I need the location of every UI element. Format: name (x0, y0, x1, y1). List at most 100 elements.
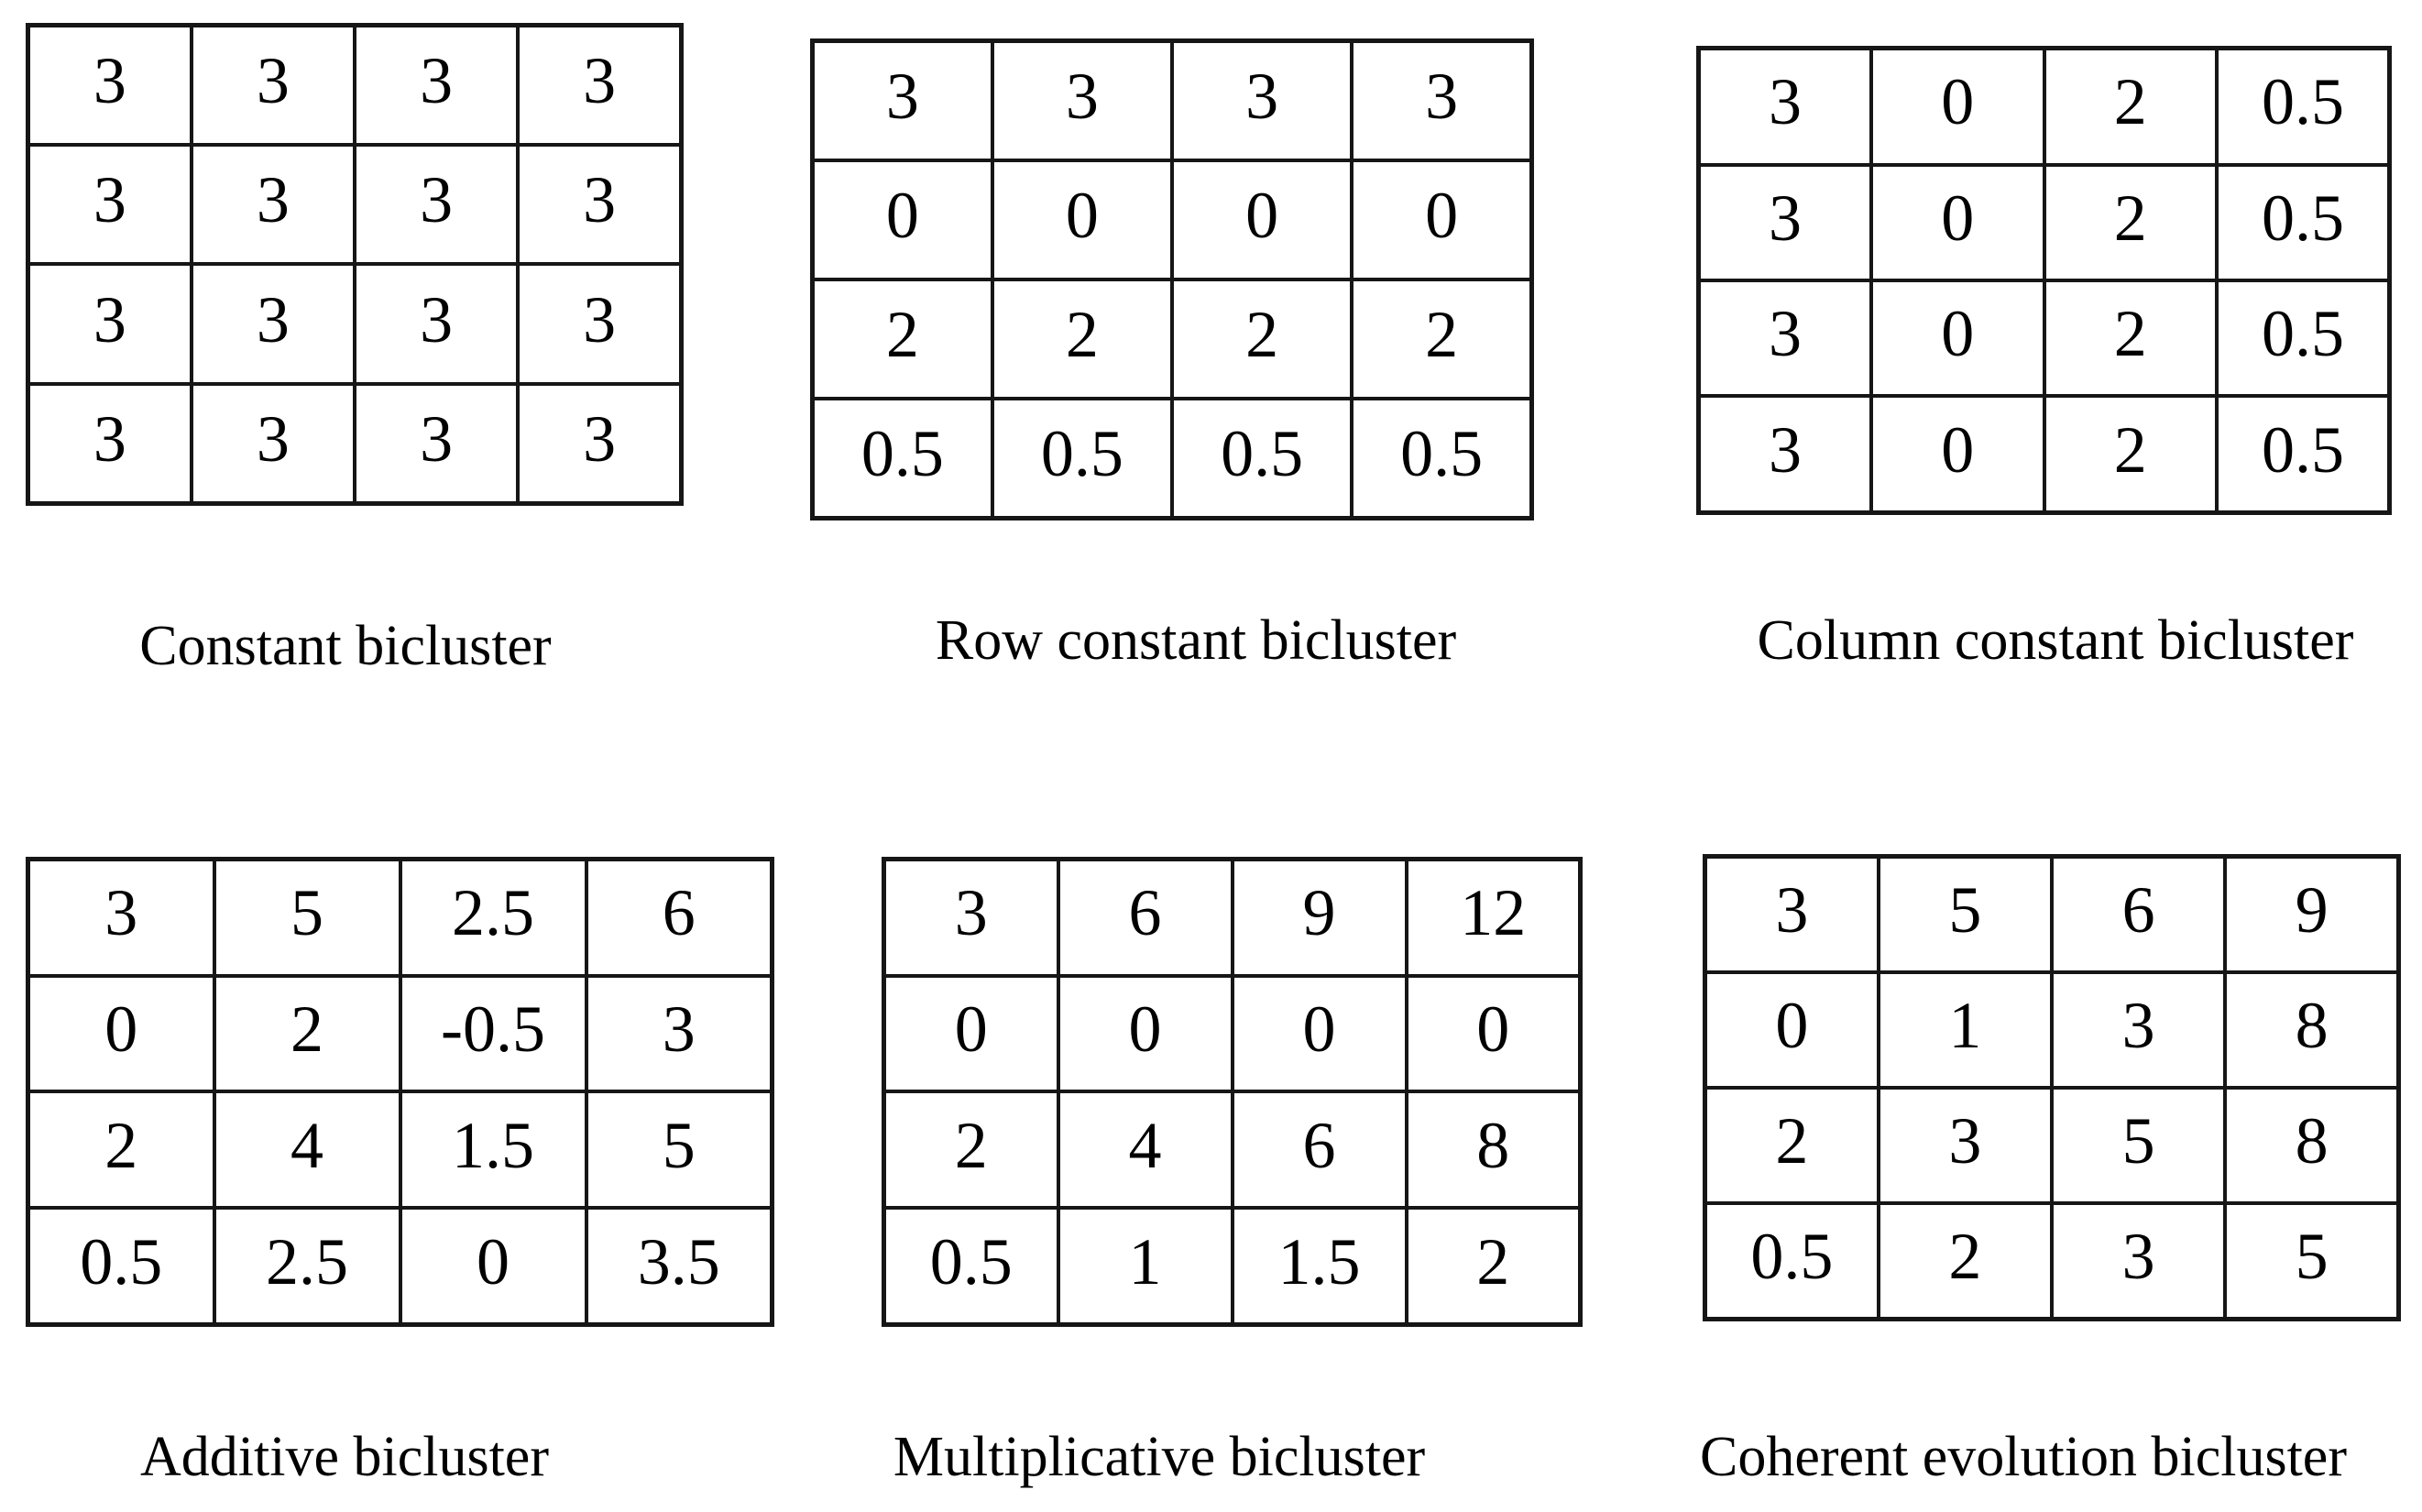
table-cell: 3 (1696, 278, 1873, 399)
table-cell: 0.5 (1703, 1200, 1880, 1321)
table-cell: 0 (1056, 973, 1234, 1094)
table-cell: 9 (1230, 857, 1408, 978)
table-cell: 2.5 (212, 1206, 402, 1327)
table-cell: 0 (1869, 394, 2046, 515)
table-cell: 3 (584, 973, 774, 1094)
table-cell: 2 (2042, 162, 2219, 282)
table-cell: 3 (1696, 162, 1873, 282)
table-cell: 0 (1230, 973, 1408, 1094)
table-cell: 0 (1169, 159, 1354, 281)
table-cell: -0.5 (398, 973, 588, 1094)
table-cell: 2 (212, 973, 402, 1094)
table-cell: 0 (1869, 278, 2046, 399)
table-cell: 3 (352, 262, 521, 386)
table-cell: 3 (516, 23, 684, 148)
table-cell: 3 (1350, 38, 1534, 163)
table-cell: 0 (882, 973, 1060, 1094)
table-cell: 2 (2042, 394, 2219, 515)
table-cell: 8 (2223, 970, 2401, 1090)
table-cell: 0.5 (882, 1206, 1060, 1327)
table-cell: 0 (1869, 46, 2046, 167)
table-cell: 0.5 (2215, 394, 2392, 515)
table-cell: 3.5 (584, 1206, 774, 1327)
table-cell: 0.5 (1350, 396, 1534, 520)
coherent-evolution-bicluster-caption: Coherent evolution bicluster (1700, 1426, 2347, 1488)
table-cell: 3 (352, 381, 521, 506)
table-cell: 0 (26, 973, 216, 1094)
table-cell: 4 (212, 1090, 402, 1211)
table-cell: 0 (1703, 970, 1880, 1090)
table-cell: 3 (189, 262, 357, 386)
table-cell: 2.5 (398, 857, 588, 978)
table-cell: 0 (1869, 162, 2046, 282)
table-cell: 3 (1169, 38, 1354, 163)
table-cell: 3 (26, 262, 193, 386)
table-cell: 2 (810, 277, 994, 400)
table-cell: 3 (882, 857, 1060, 978)
table-cell: 9 (2223, 854, 2401, 975)
table-cell: 6 (1230, 1090, 1408, 1211)
table-cell: 3 (1696, 46, 1873, 167)
table-cell: 1.5 (398, 1090, 588, 1211)
table-cell: 2 (2042, 46, 2219, 167)
table-cell: 5 (212, 857, 402, 978)
table-cell: 1 (1056, 1206, 1234, 1327)
table-cell: 0.5 (1169, 396, 1354, 520)
table-cell: 3 (352, 143, 521, 267)
table-cell: 0 (990, 159, 1175, 281)
table-cell: 3 (516, 262, 684, 386)
table-cell: 3 (189, 381, 357, 506)
table-cell: 5 (584, 1090, 774, 1211)
table-cell: 6 (2049, 854, 2228, 975)
table-cell: 2 (2042, 278, 2219, 399)
table-cell: 0 (810, 159, 994, 281)
table-cell: 8 (1404, 1090, 1583, 1211)
table-cell: 3 (2049, 970, 2228, 1090)
column-constant-bicluster-caption: Column constant bicluster (1757, 609, 2354, 672)
table-cell: 3 (1703, 854, 1880, 975)
additive-bicluster-caption: Additive bicluster (140, 1426, 549, 1488)
table-cell: 5 (2223, 1200, 2401, 1321)
table-cell: 2 (26, 1090, 216, 1211)
table-cell: 0.5 (2215, 162, 2392, 282)
table-cell: 2 (1876, 1200, 2055, 1321)
table-cell: 3 (810, 38, 994, 163)
table-cell: 3 (352, 23, 521, 148)
row-constant-bicluster-caption: Row constant bicluster (935, 609, 1457, 672)
table-cell: 2 (990, 277, 1175, 400)
table-cell: 3 (990, 38, 1175, 163)
table-cell: 2 (1350, 277, 1534, 400)
table-cell: 6 (1056, 857, 1234, 978)
table-cell: 3 (1876, 1085, 2055, 1205)
table-cell: 3 (2049, 1200, 2228, 1321)
table-cell: 0 (398, 1206, 588, 1327)
table-cell: 3 (26, 857, 216, 978)
table-cell: 3 (189, 143, 357, 267)
